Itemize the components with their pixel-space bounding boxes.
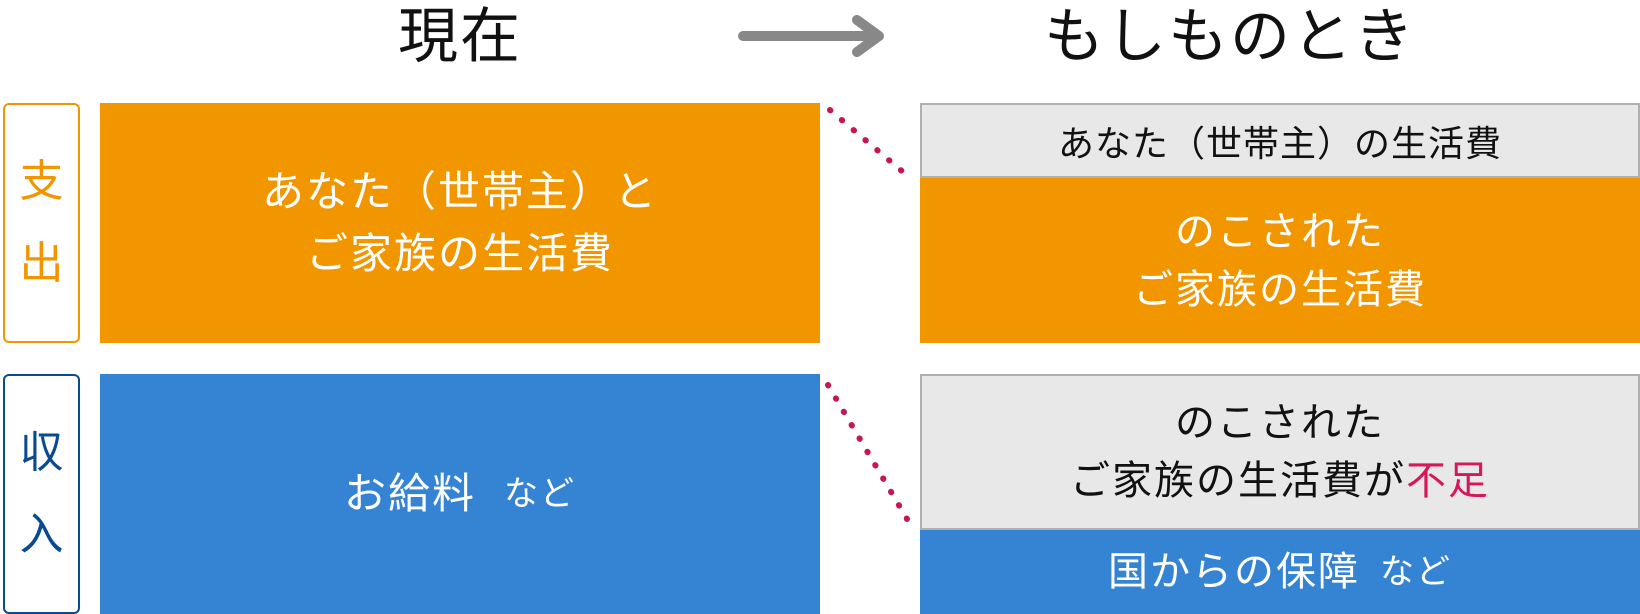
national-support-main: 国からの保障 bbox=[1108, 549, 1360, 595]
income-side-label: 収 入 bbox=[3, 374, 80, 614]
your-living-cost-block: あなた（世帯主）の生活費 bbox=[920, 103, 1640, 178]
national-support-suffix: など bbox=[1380, 552, 1452, 592]
heading-now: 現在 bbox=[398, 1, 522, 72]
expense-dotted-connector bbox=[827, 107, 913, 181]
national-support-block: 国からの保障 など bbox=[920, 530, 1640, 614]
shortfall-line-2: ご家族の生活費が不足 bbox=[1070, 452, 1490, 510]
your-living-cost-label: あなた（世帯主）の生活費 bbox=[1057, 123, 1502, 165]
current-expense-line-2: ご家族の生活費 bbox=[305, 229, 614, 278]
income-label-char-1: 収 bbox=[19, 427, 64, 478]
arrow-right-icon bbox=[738, 15, 884, 57]
expense-label-char-1: 支 bbox=[19, 156, 64, 207]
remaining-family-cost-block: のこされた ご家族の生活費 bbox=[920, 178, 1640, 343]
income-dotted-connector bbox=[825, 382, 913, 527]
current-income-main: お給料 bbox=[343, 469, 476, 518]
current-expense-line-1: あなた（世帯主）と bbox=[261, 167, 658, 216]
dotted-connector-lines bbox=[825, 107, 913, 527]
current-income-suffix: など bbox=[504, 474, 576, 514]
shortfall-line-1: のこされた bbox=[1175, 400, 1385, 446]
shortfall-block: のこされた ご家族の生活費が不足 bbox=[920, 374, 1640, 530]
income-label-char-2: 入 bbox=[19, 509, 64, 560]
remaining-family-line-2: ご家族の生活費 bbox=[1133, 266, 1427, 313]
expense-label-char-2: 出 bbox=[19, 238, 64, 289]
shortfall-highlight: 不足 bbox=[1406, 458, 1490, 504]
current-income-block: お給料 など bbox=[100, 374, 820, 614]
remaining-family-line-1: のこされた bbox=[1175, 208, 1385, 255]
expense-side-label: 支 出 bbox=[3, 103, 80, 343]
current-expense-block: あなた（世帯主）と ご家族の生活費 bbox=[100, 103, 820, 343]
shortfall-line-2-text: ご家族の生活費が bbox=[1070, 458, 1406, 504]
heading-emergency: もしものとき bbox=[1044, 1, 1416, 72]
